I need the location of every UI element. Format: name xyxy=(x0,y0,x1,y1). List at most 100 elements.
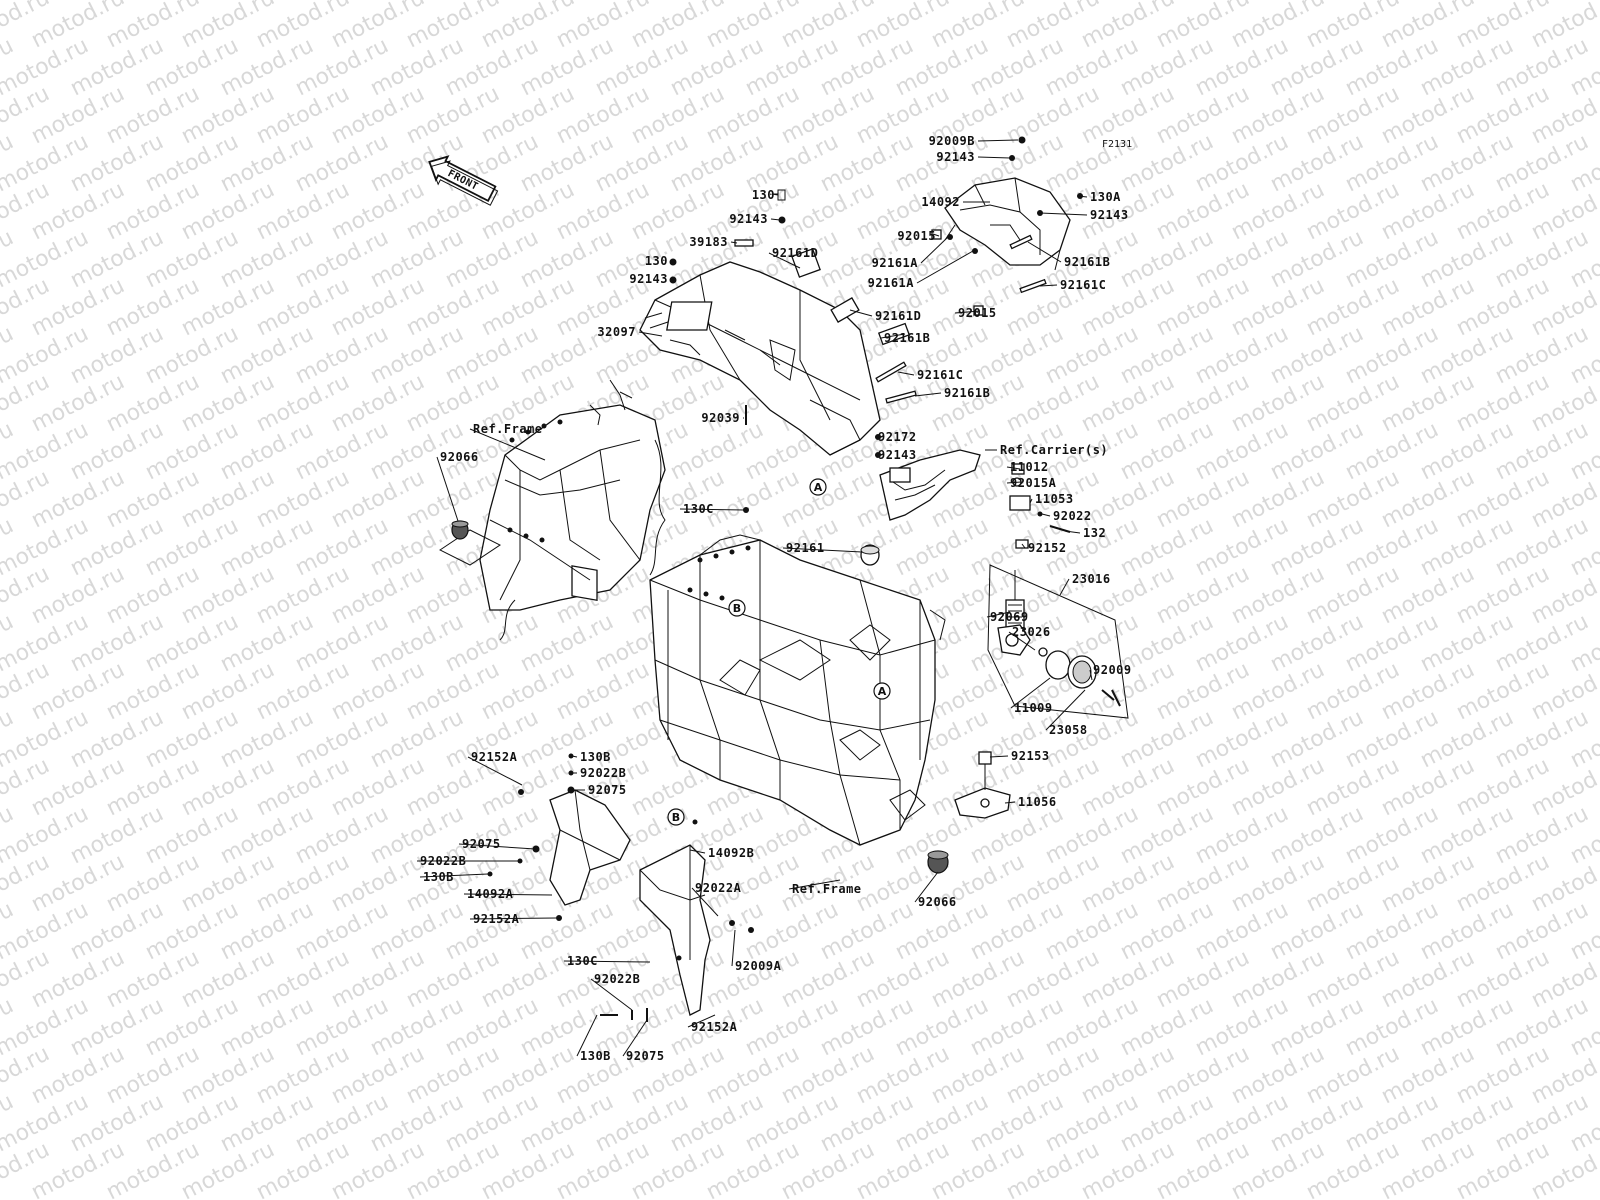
part-label: 11056 xyxy=(1018,795,1057,809)
callout-circle-icon xyxy=(809,478,827,496)
leader-line xyxy=(467,756,523,786)
callout-marker: A xyxy=(873,682,891,700)
part-label: 92022B xyxy=(594,972,640,986)
leader-line xyxy=(977,139,1019,142)
leader-line xyxy=(687,1014,716,1028)
mudguard-14092B xyxy=(639,844,711,1016)
part-label: 92143 xyxy=(878,448,917,462)
part-label: Ref.Carrier(s) xyxy=(1000,443,1108,457)
part-label: 23026 xyxy=(1012,625,1051,639)
leader-line xyxy=(463,893,553,896)
callout-marker: B xyxy=(728,599,746,617)
figure-code: F2131 xyxy=(1102,139,1132,150)
leader-line xyxy=(914,392,942,397)
leader-line xyxy=(1010,677,1051,709)
part-label: 92143 xyxy=(1090,208,1129,222)
leader-line xyxy=(590,978,633,1011)
part-label: 39183 xyxy=(689,235,728,249)
leader-line xyxy=(1029,498,1033,504)
part-label: 92161A xyxy=(868,276,915,290)
part-label: 130 xyxy=(645,254,668,268)
leader-line xyxy=(469,428,546,461)
leader-line xyxy=(576,1014,598,1057)
leader-line xyxy=(1021,543,1026,549)
part-label: 92161D xyxy=(772,246,818,260)
part-label: Ref.Frame xyxy=(473,422,543,436)
leader-line xyxy=(914,871,939,903)
part-label: Ref.Frame xyxy=(792,882,862,896)
part-label: 11009 xyxy=(1014,701,1053,715)
leader-line xyxy=(730,241,738,244)
leader-line xyxy=(622,1019,648,1057)
part-label: 92161C xyxy=(917,368,963,382)
part-label: 11012 xyxy=(1010,460,1049,474)
part-label: 130C xyxy=(683,502,714,516)
leader-line xyxy=(977,156,1011,159)
callout-letter: B xyxy=(672,811,680,824)
leader-line xyxy=(920,236,949,264)
part-label: 92075 xyxy=(626,1049,665,1063)
leader-line xyxy=(571,755,578,758)
part-label: 92152A xyxy=(473,912,520,926)
part-label: 92069 xyxy=(990,610,1029,624)
leader-line xyxy=(771,193,779,196)
leader-line xyxy=(669,260,672,263)
callout-letter: A xyxy=(814,481,823,494)
callout-marker: B xyxy=(667,808,685,826)
bumper-92066-right xyxy=(927,850,949,874)
leader-line xyxy=(849,309,873,317)
mudguard-14092A xyxy=(549,789,631,906)
part-label: 130B xyxy=(580,1049,611,1063)
part-label: 92161B xyxy=(1064,255,1110,269)
part-label: 92015 xyxy=(958,306,997,320)
leader-lines xyxy=(417,139,1093,1057)
leader-line xyxy=(1006,466,1021,470)
part-label: 92161A xyxy=(872,256,919,270)
part-label: 92009 xyxy=(1093,663,1132,677)
callout-circle-icon xyxy=(728,599,746,617)
callout-circle-icon xyxy=(667,808,685,826)
hitch-assembly-23016 xyxy=(987,564,1129,719)
part-label: 92022B xyxy=(420,854,466,868)
leader-line xyxy=(1077,195,1088,198)
leader-line xyxy=(469,917,557,920)
leader-line xyxy=(897,371,915,376)
part-label: 92022B xyxy=(580,766,626,780)
leader-line xyxy=(782,547,863,553)
callout-circle-icon xyxy=(873,682,891,700)
leader-line xyxy=(932,233,940,237)
leader-line xyxy=(1027,241,1062,263)
part-label: 92066 xyxy=(440,450,479,464)
part-label: 92075 xyxy=(588,783,627,797)
leader-line xyxy=(563,960,651,963)
bumper-92066-left xyxy=(451,520,469,540)
part-label: 92161C xyxy=(1060,278,1106,292)
part-label: 92161D xyxy=(875,309,921,323)
part-label: 14092A xyxy=(467,887,514,901)
leader-line xyxy=(1041,513,1051,517)
leader-line xyxy=(1064,530,1081,534)
part-label: 23016 xyxy=(1072,572,1111,586)
part-label: 92039 xyxy=(701,411,740,425)
part-label: 130B xyxy=(423,870,454,884)
leader-line xyxy=(419,873,489,878)
leader-line xyxy=(1039,284,1058,287)
part-label: 130A xyxy=(1090,190,1121,204)
part-label: 92066 xyxy=(918,895,957,909)
callout-letter: A xyxy=(878,685,887,698)
part-label: 92143 xyxy=(729,212,768,226)
leader-line xyxy=(638,331,663,337)
leader-line xyxy=(768,252,801,269)
leader-line xyxy=(1045,689,1086,731)
leader-line xyxy=(770,218,781,221)
leader-line xyxy=(670,278,673,281)
part-label: 23058 xyxy=(1049,723,1088,737)
leader-line xyxy=(880,333,906,339)
part-label: 92009A xyxy=(735,959,782,973)
part-label: 11053 xyxy=(1035,492,1074,506)
part-label: 92152A xyxy=(691,1020,738,1034)
grommet-92161 xyxy=(860,544,880,566)
part-label: 92022A xyxy=(695,881,742,895)
